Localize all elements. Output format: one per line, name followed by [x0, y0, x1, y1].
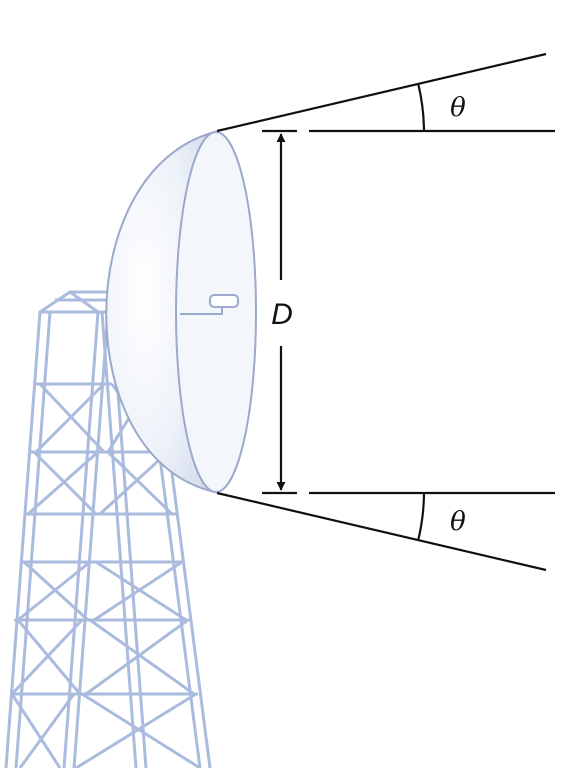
- dish-rim: [175, 131, 257, 493]
- reference-lines: [262, 129, 555, 495]
- angle-arcs: [416, 82, 426, 542]
- angle-label-top: θ: [450, 93, 466, 123]
- beam-line-upper: [216, 52, 547, 133]
- feed-horn: [180, 294, 239, 315]
- beam-line-lower: [216, 491, 547, 572]
- angle-label-bottom: θ: [450, 507, 466, 537]
- beam-lines: [216, 52, 547, 572]
- angle-arc-upper: [416, 82, 426, 132]
- diameter-label: D: [271, 298, 293, 331]
- angle-arc-lower: [416, 492, 426, 542]
